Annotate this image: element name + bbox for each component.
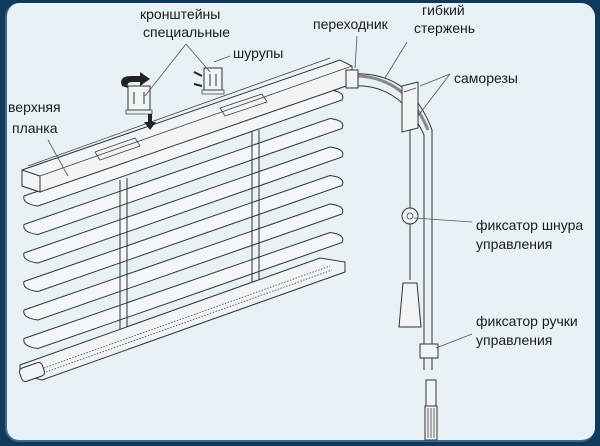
label-flexible-rod-1: гибкий: [422, 2, 465, 18]
screw-arrows-icon: [193, 71, 203, 87]
cord-lock-pulley: [401, 207, 419, 225]
label-self-tapping-screws: саморезы: [454, 70, 518, 86]
wall-bracket: [401, 81, 419, 133]
label-top-rail-1: верхняя: [8, 99, 61, 115]
down-arrow-icon: [144, 114, 156, 130]
leader-lines: [47, 35, 473, 349]
label-cord-lock-2: управления: [476, 236, 552, 252]
label-adapter: переходник: [313, 16, 389, 32]
bracket-left: [125, 85, 153, 115]
cord-tassel: [398, 282, 422, 328]
label-wand-holder-2: управления: [476, 332, 552, 348]
label-cord-lock-1: фиксатор шнура: [476, 217, 583, 233]
bottom-rail: [18, 257, 346, 382]
label-screws: шурупы: [233, 45, 283, 61]
slat: [23, 174, 344, 293]
label-top-rail-2: планка: [12, 120, 58, 136]
slat: [23, 231, 344, 350]
slat: [23, 146, 344, 264]
label-brackets-1: кронштейны: [140, 6, 220, 22]
wand-holder: [419, 343, 439, 359]
label-wand-holder-1: фиксатор ручки: [476, 313, 578, 329]
rotate-arrow-icon: [121, 72, 150, 88]
label-brackets-2: специальные: [143, 24, 230, 40]
ladder-strings: [119, 130, 260, 345]
slat: [23, 117, 344, 236]
slat: [23, 203, 344, 321]
bracket-right: [201, 67, 225, 95]
slat: [23, 89, 344, 207]
label-flexible-rod-2: стержень: [414, 20, 475, 36]
